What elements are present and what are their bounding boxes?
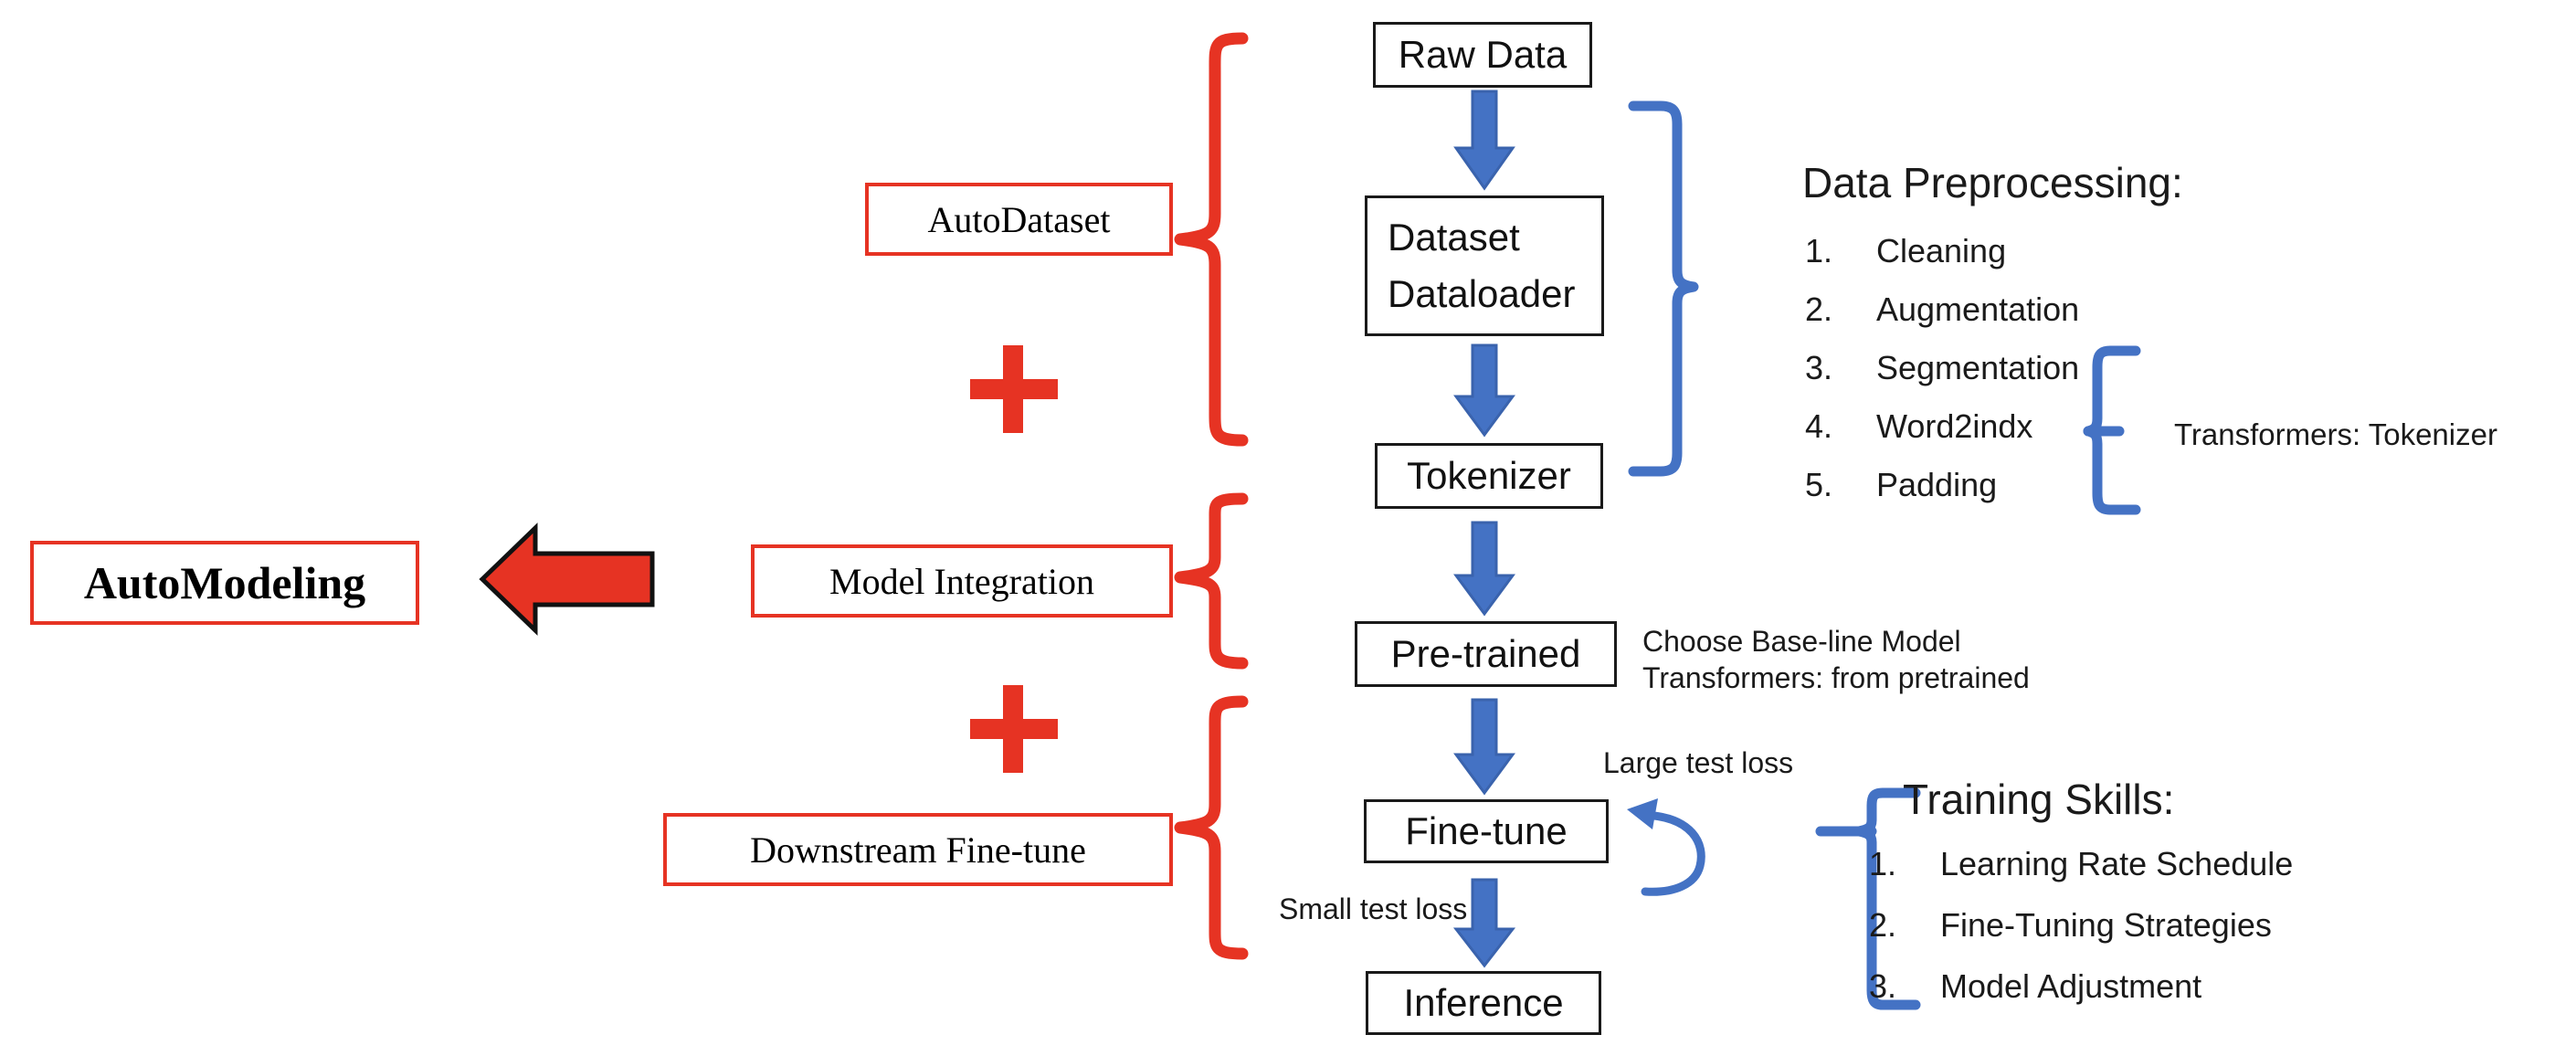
list-item: 1. Learning Rate Schedule [1869, 845, 2293, 883]
annotation-pretrained-note-line1: Choose Base-line Model [1642, 625, 1961, 658]
flow-arrow-raw-to-dataset-icon [1453, 90, 1515, 191]
list-item-label: Fine-Tuning Strategies [1940, 906, 2272, 944]
blue-bracket-transformers-tokenizer-icon [2083, 345, 2141, 515]
pipeline-box-fine-tune: Fine-tune [1364, 799, 1609, 863]
pipeline-box-dataset: Dataset Dataloader [1365, 195, 1604, 336]
pipeline-box-tokenizer-label: Tokenizer [1407, 453, 1571, 497]
red-block-arrow-icon [479, 523, 655, 636]
panel-title-data-preprocessing: Data Preprocessing: [1802, 157, 2183, 210]
list-item-label: Segmentation [1876, 349, 2080, 386]
list-item: 2. Fine-Tuning Strategies [1869, 906, 2272, 945]
red-brace-model-integration-icon [1174, 492, 1249, 670]
group-label-model-integration: Model Integration [751, 544, 1173, 618]
panel-title-data-preprocessing-text: Data Preprocessing: [1802, 159, 2183, 206]
edge-label-small-test-loss: Small test loss [1279, 891, 1467, 927]
plus-operator-1: + [970, 345, 1058, 433]
edge-label-large-test-loss-text: Large test loss [1603, 746, 1794, 779]
group-label-downstream-finetune: Downstream Fine-tune [663, 813, 1173, 886]
group-label-autodataset: AutoDataset [865, 183, 1173, 256]
list-item-label: Word2indx [1876, 407, 2033, 445]
group-label-downstream-finetune-text: Downstream Fine-tune [750, 829, 1086, 871]
blue-bracket-data-preprocessing-icon [1628, 100, 1699, 477]
plus-operator-2: + [970, 685, 1058, 773]
annotation-pretrained-note-line2: Transformers: from pretrained [1642, 661, 2030, 694]
list-item-number: 4. [1805, 407, 1833, 445]
list-item: 1. Cleaning [1805, 232, 2006, 270]
flow-arrow-finetune-to-inference-icon [1452, 878, 1516, 968]
group-label-model-integration-text: Model Integration [829, 560, 1094, 602]
flow-arrow-tokenizer-to-pretrained-icon [1453, 521, 1515, 617]
edge-label-large-test-loss: Large test loss [1603, 744, 1793, 781]
red-brace-downstream-finetune-icon [1174, 695, 1249, 960]
pipeline-box-raw-data-label: Raw Data [1398, 32, 1568, 76]
pipeline-box-inference: Inference [1366, 971, 1601, 1035]
pipeline-box-dataset-label: Dataset [1388, 215, 1520, 259]
list-item: 2. Augmentation [1805, 290, 2079, 329]
list-item: 3. Segmentation [1805, 349, 2079, 387]
list-item: 5. Padding [1805, 466, 1997, 504]
edge-label-small-test-loss-text: Small test loss [1279, 892, 1468, 925]
list-item-number: 1. [1869, 845, 1897, 882]
pipeline-box-pre-trained-label: Pre-trained [1390, 631, 1581, 675]
automodeling-label: AutoModeling [83, 557, 366, 608]
panel-title-training-skills-text: Training Skills: [1903, 776, 2175, 823]
list-item-label: Augmentation [1876, 290, 2080, 328]
list-item-label: Padding [1876, 466, 1998, 503]
list-item-number: 1. [1805, 232, 1833, 269]
list-item-label: Model Adjustment [1940, 967, 2202, 1005]
red-brace-autodataset-icon [1174, 32, 1249, 447]
list-item-label: Learning Rate Schedule [1940, 845, 2294, 882]
list-item-number: 2. [1805, 290, 1833, 328]
pipeline-box-inference-label: Inference [1403, 980, 1564, 1024]
pipeline-box-fine-tune-label: Fine-tune [1405, 808, 1568, 852]
list-item-number: 5. [1805, 466, 1833, 503]
list-item-number: 3. [1805, 349, 1833, 386]
list-item-number: 3. [1869, 967, 1897, 1005]
flow-arrow-pretrained-to-finetune-icon [1453, 698, 1515, 796]
flow-arrow-dataset-to-tokenizer-icon [1453, 343, 1515, 438]
list-item: 3. Model Adjustment [1869, 967, 2201, 1006]
pipeline-box-raw-data: Raw Data [1373, 22, 1592, 88]
loop-back-arrow-icon [1627, 798, 1705, 896]
pipeline-box-dataloader-label: Dataloader [1388, 272, 1576, 315]
annotation-pretrained-note: Choose Base-line Model Transformers: fro… [1642, 623, 2030, 696]
group-label-autodataset-text: AutoDataset [927, 198, 1111, 240]
annotation-transformers-tokenizer-text: Transformers: Tokenizer [2174, 417, 2497, 451]
automodeling-box: AutoModeling [30, 541, 419, 625]
pipeline-box-pre-trained: Pre-trained [1355, 621, 1617, 687]
annotation-transformers-tokenizer: Transformers: Tokenizer [2174, 416, 2497, 453]
pipeline-box-tokenizer: Tokenizer [1375, 443, 1603, 509]
blue-bracket-training-skills-icon [1815, 787, 1921, 1010]
list-item-number: 2. [1869, 906, 1897, 944]
list-item-label: Cleaning [1876, 232, 2007, 269]
list-item: 4. Word2indx [1805, 407, 2032, 446]
panel-title-training-skills: Training Skills: [1903, 774, 2174, 827]
